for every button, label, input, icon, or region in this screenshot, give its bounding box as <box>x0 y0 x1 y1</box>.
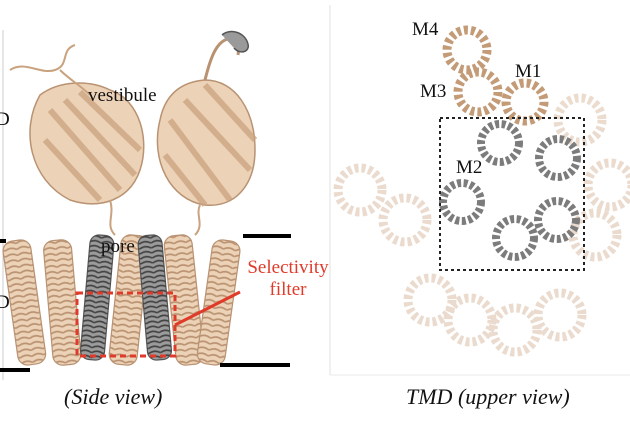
pore-label: pore <box>101 236 135 257</box>
outer-helices-faded <box>333 93 630 357</box>
side-view-panel <box>0 30 291 380</box>
tmd-pore-box <box>439 117 585 271</box>
helix-m3 <box>453 67 503 117</box>
helix-label-m2: M2 <box>456 157 483 178</box>
tmd-helices-beige <box>2 234 241 366</box>
helix-label-m3: M3 <box>420 81 447 102</box>
pore-helices-grey <box>79 234 173 361</box>
m2-pore-helices <box>439 120 581 261</box>
helix-label-m1: M1 <box>515 61 542 82</box>
selectivity-filter-label: Selectivity filter <box>226 257 350 301</box>
helix-m4 <box>442 25 492 75</box>
helix-label-m4: M4 <box>412 19 439 40</box>
left-edge-label-bottom: D <box>0 292 10 313</box>
ecd-left-domain <box>9 44 145 205</box>
helix-m1 <box>501 78 549 126</box>
selectivity-filter-label-line1: Selectivity <box>247 257 329 278</box>
side-view-caption: (Side view) <box>64 384 163 409</box>
selectivity-filter-label-line2: filter <box>269 278 307 300</box>
ecd-right-domain <box>156 30 258 207</box>
left-edge-label-top: D <box>0 109 10 130</box>
upper-view-panel <box>333 25 630 357</box>
upper-view-caption: TMD (upper view) <box>406 384 570 409</box>
selectivity-filter-box <box>75 291 177 358</box>
vestibule-label: vestibule <box>88 85 157 106</box>
selectivity-filter-pointer <box>174 290 241 327</box>
